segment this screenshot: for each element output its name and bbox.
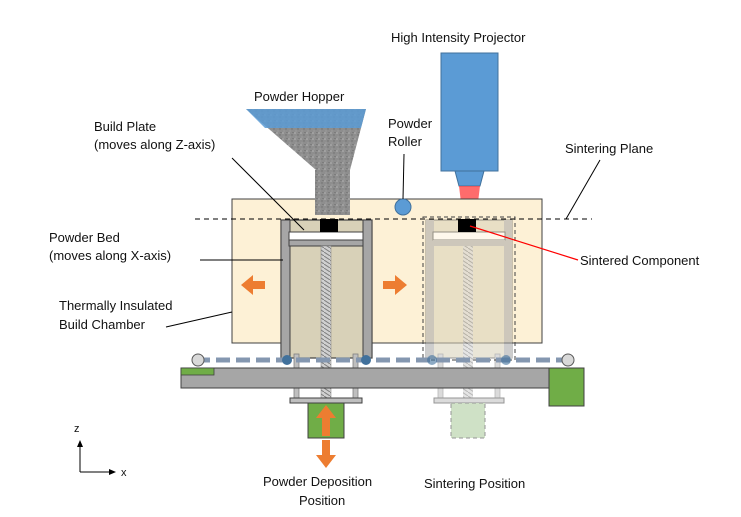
leader-sintering-plane <box>565 159 601 220</box>
leader-sintered-component <box>469 225 579 261</box>
pulley-left <box>191 353 205 367</box>
axis-z-label: z <box>74 423 80 435</box>
label-sintering-plane: Sintering Plane <box>565 141 653 156</box>
label-powder-bed-1: Powder Bed <box>49 230 120 245</box>
wheel-r2 <box>501 355 511 365</box>
axis-x-label: x <box>121 467 127 479</box>
label-deposition-1: Powder Deposition <box>263 474 372 489</box>
label-hopper: Powder Hopper <box>254 89 345 104</box>
label-projector: High Intensity Projector <box>391 30 526 45</box>
label-chamber-1: Thermally Insulated <box>59 298 172 313</box>
wheel-l2 <box>361 355 371 365</box>
sintered-component <box>458 219 476 232</box>
powder-deposit-block <box>320 219 338 232</box>
motor-right <box>548 367 585 407</box>
wheel-r1 <box>427 355 437 365</box>
label-roller-1: Powder <box>388 116 433 131</box>
label-deposition-2: Position <box>299 493 345 508</box>
build-plate <box>288 231 364 241</box>
arrow-down <box>316 440 336 468</box>
arrow-up <box>316 405 336 436</box>
label-powder-bed-2: (moves along X-axis) <box>49 248 171 263</box>
base-plate-left <box>289 397 363 404</box>
build-plate-base <box>288 239 364 247</box>
label-sintered-component: Sintered Component <box>580 253 700 268</box>
arrow-left <box>241 275 265 295</box>
cylinder-wall-right <box>362 219 373 359</box>
axis-z-head <box>77 440 83 447</box>
leader-chamber <box>165 311 233 328</box>
hopper-spout <box>315 170 350 215</box>
label-chamber-2: Build Chamber <box>59 317 146 332</box>
projector-body <box>440 52 499 172</box>
label-build-plate-2: (moves along Z-axis) <box>94 137 215 152</box>
arrow-right <box>383 275 407 295</box>
leader-roller <box>402 153 405 200</box>
build-cylinder-right <box>425 219 513 439</box>
powder-roller <box>394 198 412 216</box>
wheel-l1 <box>282 355 292 365</box>
projector-lens <box>454 170 485 187</box>
motor-left <box>180 367 215 376</box>
pulley-right <box>561 353 575 367</box>
label-roller-2: Roller <box>388 134 423 149</box>
axis-x-head <box>109 469 116 475</box>
label-build-plate-1: Build Plate <box>94 119 156 134</box>
label-sintering-position: Sintering Position <box>424 476 525 491</box>
base-rail <box>180 367 559 389</box>
hopper-top <box>246 109 366 128</box>
leader-build-plate <box>231 157 305 231</box>
